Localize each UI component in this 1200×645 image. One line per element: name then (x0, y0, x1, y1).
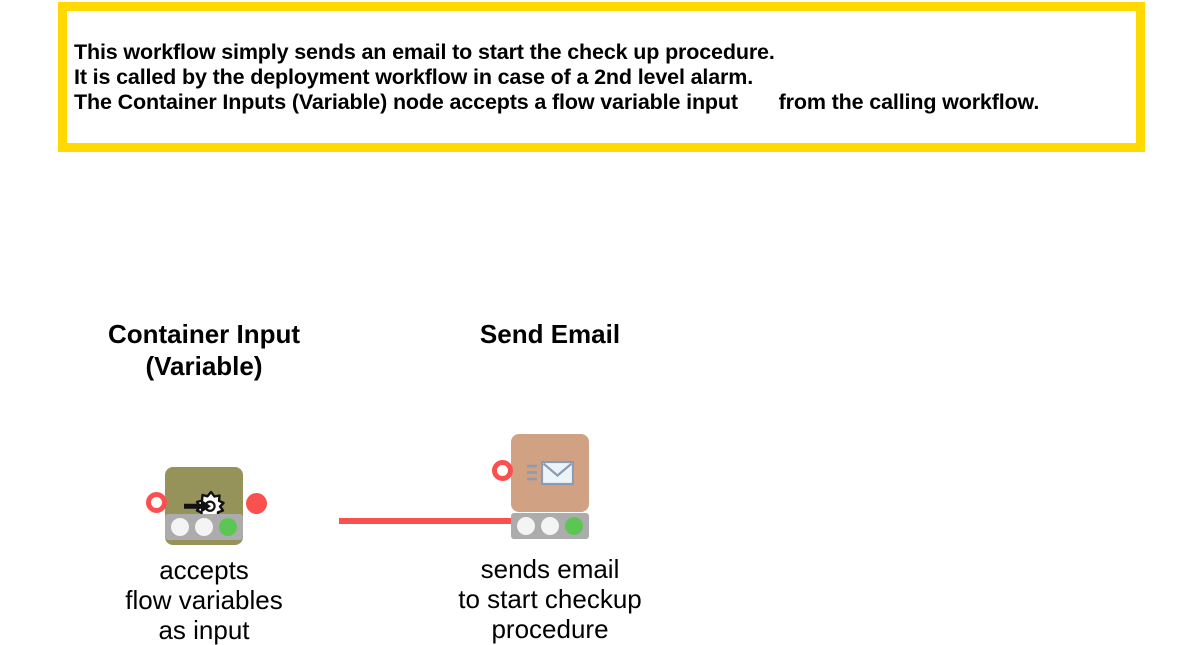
workflow-node-send-email[interactable]: Send Email (430, 318, 670, 644)
node-title: Container Input (Variable) (107, 319, 301, 381)
input-port[interactable] (146, 492, 167, 513)
workflow-node-container-input[interactable]: Container Input (Variable) (84, 318, 584, 645)
output-port[interactable] (246, 493, 267, 514)
status-dot-2 (541, 517, 559, 535)
status-dot-3 (565, 517, 583, 535)
annotation-line-2: It is called by the deployment workflow … (74, 65, 754, 89)
node-description: sends email to start checkup procedure (458, 554, 642, 644)
node-description: accepts flow variables as input (125, 555, 283, 645)
annotation-line-3: The Container Inputs (Variable) node acc… (74, 90, 1040, 114)
node-box-send-email[interactable] (511, 434, 589, 512)
connection-edge[interactable] (339, 518, 584, 524)
status-dot-3 (219, 518, 237, 536)
node-body (430, 350, 670, 512)
input-port[interactable] (492, 460, 513, 481)
annotation-box: This workflow simply sends an email to s… (58, 2, 1145, 152)
node-title: Send Email (479, 319, 621, 349)
envelope-icon (526, 458, 575, 488)
workflow-canvas: Container Input (Variable) (0, 300, 1200, 645)
status-dot-1 (171, 518, 189, 536)
status-dot-2 (195, 518, 213, 536)
node-status-bar (165, 514, 243, 540)
node-status-bar (511, 513, 589, 539)
annotation-line-1: This workflow simply sends an email to s… (74, 40, 775, 64)
status-dot-1 (517, 517, 535, 535)
node-body (84, 382, 584, 545)
annotation-text: This workflow simply sends an email to s… (74, 40, 1134, 115)
